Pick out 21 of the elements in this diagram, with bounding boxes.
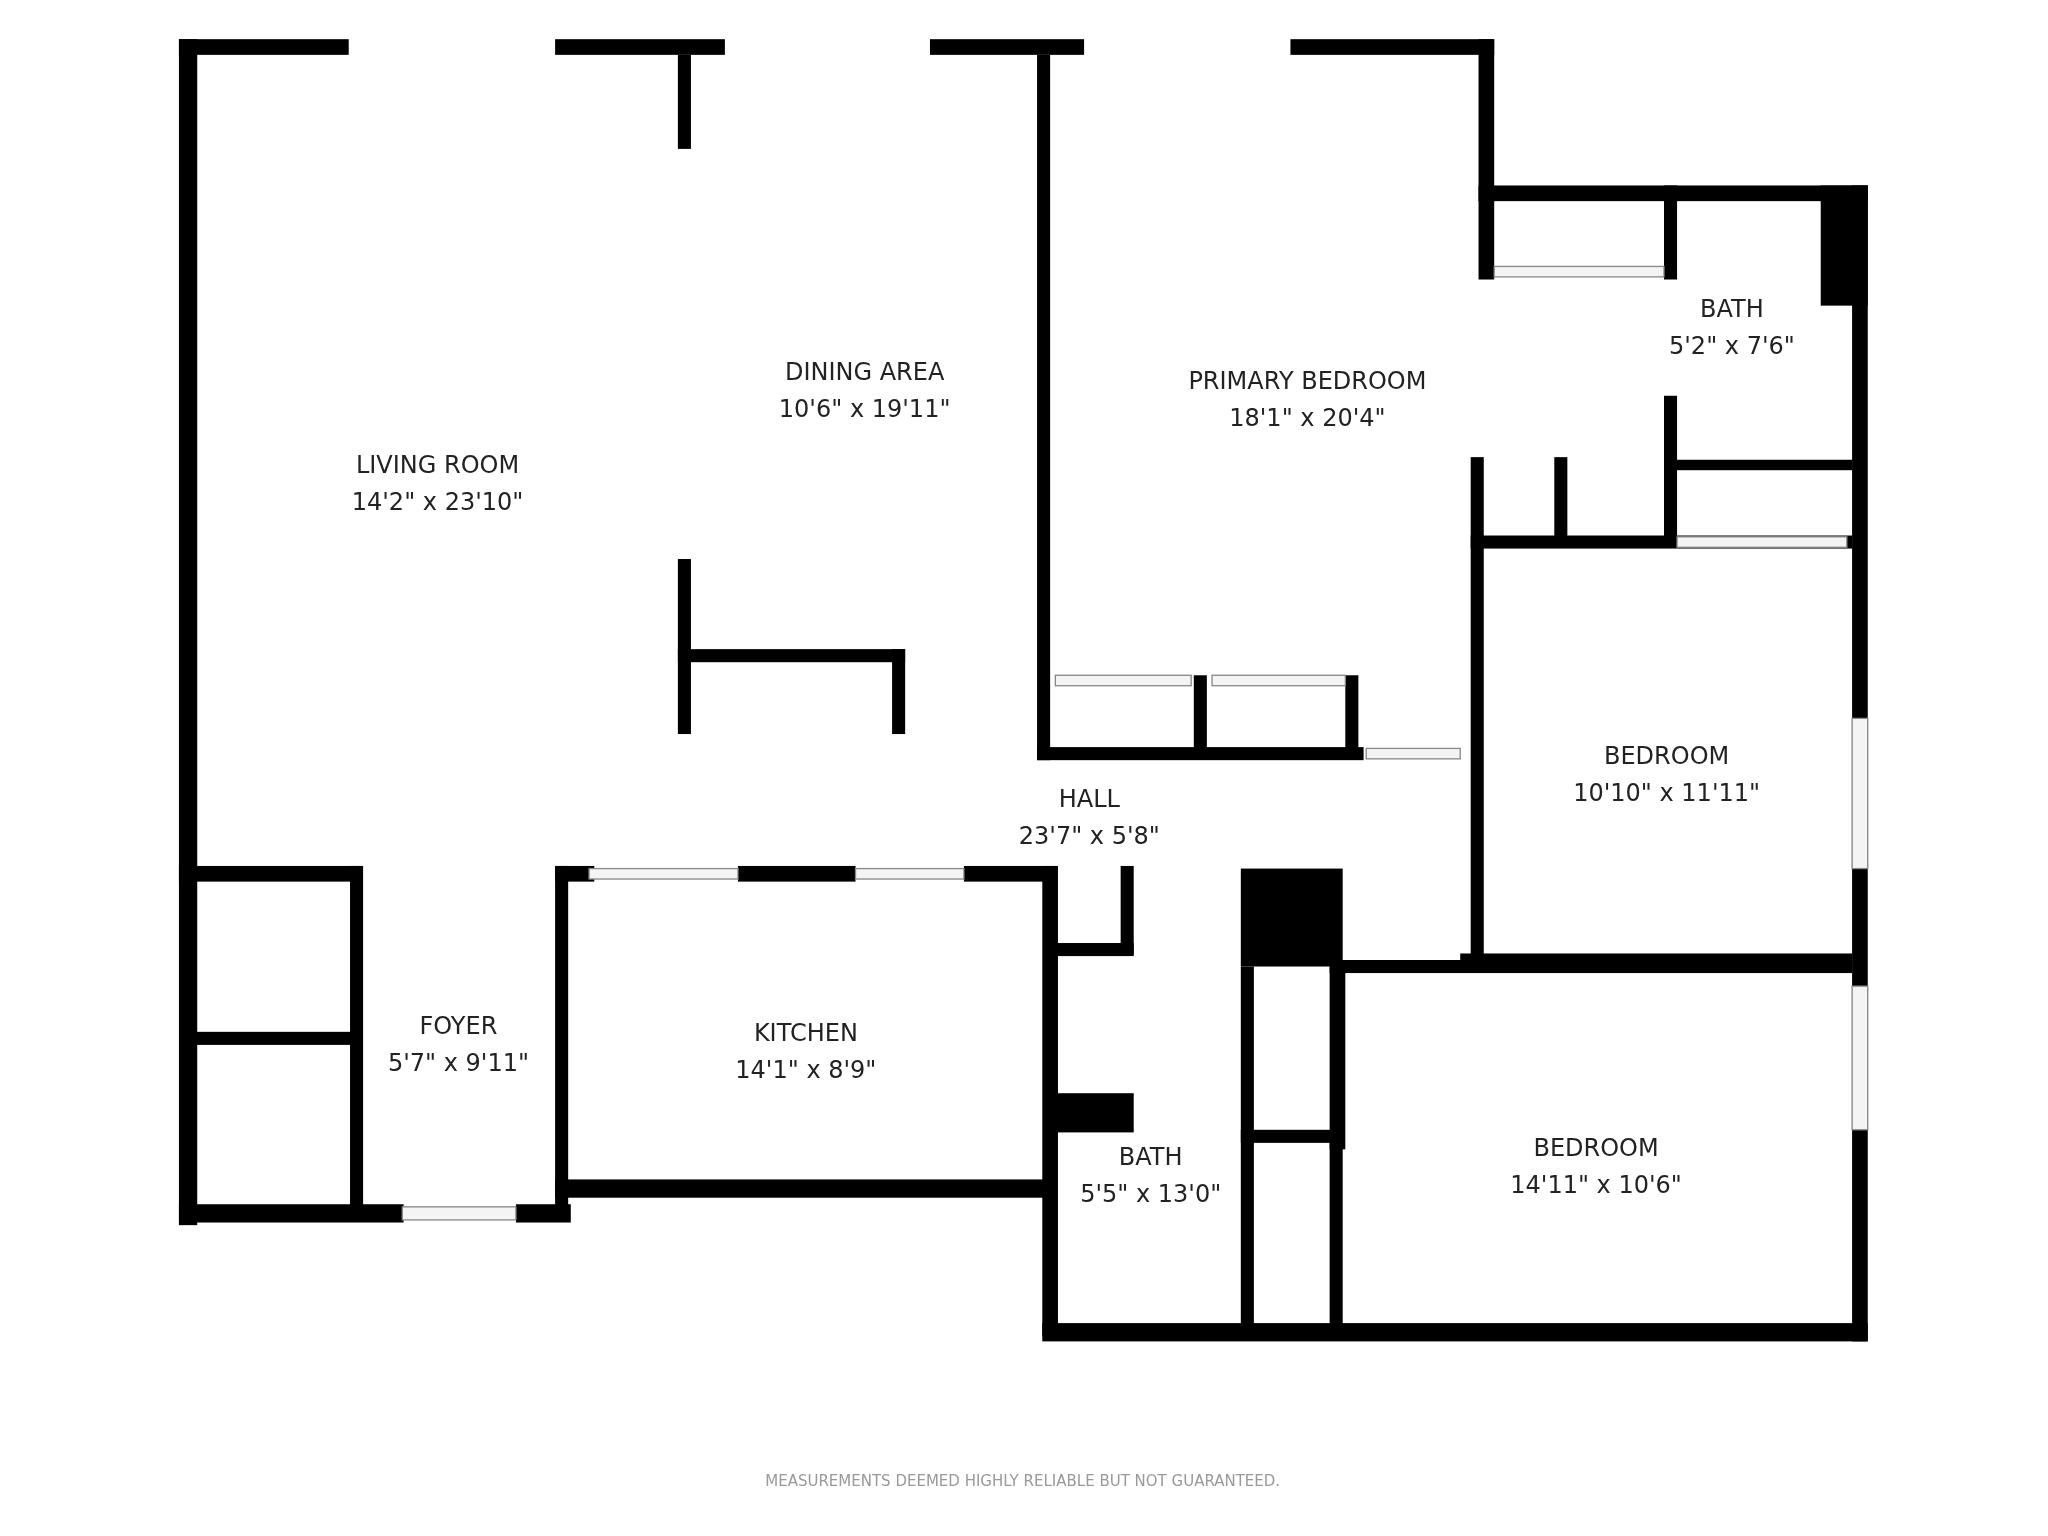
- room-name: HALL: [1057, 784, 1121, 816]
- room-name: KITCHEN: [752, 1017, 859, 1049]
- room-name: BATH: [1699, 294, 1765, 326]
- room-name: BATH: [1117, 1141, 1184, 1173]
- room-name: DINING AREA: [783, 356, 946, 388]
- room-dimensions: 23'7" x 5'8": [1018, 821, 1160, 853]
- room-dimensions: 5'7" x 9'11": [387, 1048, 529, 1080]
- room-dimensions: 14'11" x 10'6": [1510, 1169, 1682, 1201]
- room-dimensions: 10'6" x 19'11": [778, 393, 951, 425]
- room-dimensions: 5'2" x 7'6": [1669, 331, 1795, 363]
- room-name: PRIMARY BEDROOM: [1188, 366, 1427, 398]
- room-dimensions: 10'10" x 11'11": [1573, 777, 1761, 809]
- room-dimensions: 18'1" x 20'4": [1228, 403, 1387, 435]
- room-name: BEDROOM: [1532, 1132, 1660, 1164]
- room-name: BEDROOM: [1602, 740, 1731, 772]
- room-dimensions: 5'5" x 13'0": [1080, 1178, 1222, 1210]
- disclaimer-note: MEASUREMENTS DEEMED HIGHLY RELIABLE BUT NOT GUARANTEED.: [765, 1472, 1281, 1490]
- room-name: FOYER: [418, 1011, 499, 1043]
- room-dimensions: 14'1" x 8'9": [735, 1054, 877, 1086]
- room-name: LIVING ROOM: [354, 449, 521, 481]
- room-dimensions: 14'2" x 23'10": [351, 486, 524, 518]
